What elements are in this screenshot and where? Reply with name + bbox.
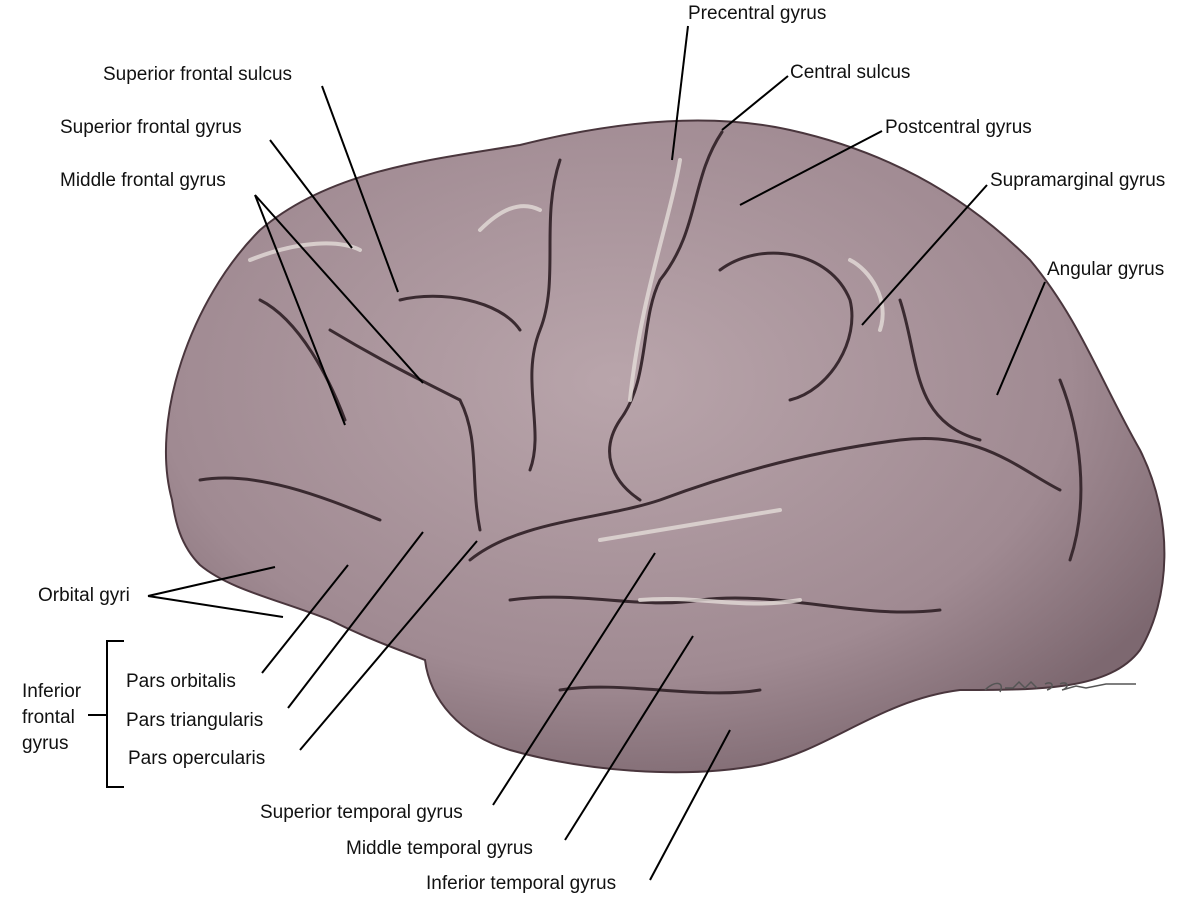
- label-inferior-frontal-gyrus-line2: frontal: [22, 707, 75, 728]
- label-inferior-temporal-gyrus: Inferior temporal gyrus: [426, 873, 617, 894]
- label-inferior-frontal-gyrus-line3: gyrus: [22, 733, 69, 754]
- label-supramarginal-gyrus: Supramarginal gyrus: [990, 170, 1166, 191]
- label-inferior-frontal-gyrus: Inferior frontal gyrus: [22, 679, 81, 757]
- label-central-sulcus: Central sulcus: [790, 62, 911, 83]
- highlights: [248, 158, 885, 606]
- brain-outline: [165, 119, 1166, 774]
- label-pars-orbitalis: Pars orbitalis: [126, 671, 236, 692]
- label-orbital-gyri: Orbital gyri: [38, 585, 130, 606]
- sulci: [198, 130, 1083, 695]
- signature: [984, 680, 1136, 693]
- leader-lines: [88, 25, 1046, 881]
- label-angular-gyrus: Angular gyrus: [1047, 259, 1165, 280]
- label-postcentral-gyrus: Postcentral gyrus: [885, 117, 1032, 138]
- label-inferior-frontal-gyrus-line1: Inferior: [22, 681, 82, 702]
- label-pars-triangularis: Pars triangularis: [126, 710, 264, 731]
- label-middle-temporal-gyrus: Middle temporal gyrus: [346, 838, 533, 859]
- label-superior-frontal-gyrus: Superior frontal gyrus: [60, 117, 242, 138]
- label-pars-opercularis: Pars opercularis: [128, 748, 266, 769]
- label-superior-frontal-sulcus: Superior frontal sulcus: [103, 64, 293, 85]
- label-middle-frontal-gyrus: Middle frontal gyrus: [60, 170, 226, 191]
- label-precentral-gyrus: Precentral gyrus: [688, 3, 827, 24]
- label-superior-temporal-gyrus: Superior temporal gyrus: [260, 802, 463, 823]
